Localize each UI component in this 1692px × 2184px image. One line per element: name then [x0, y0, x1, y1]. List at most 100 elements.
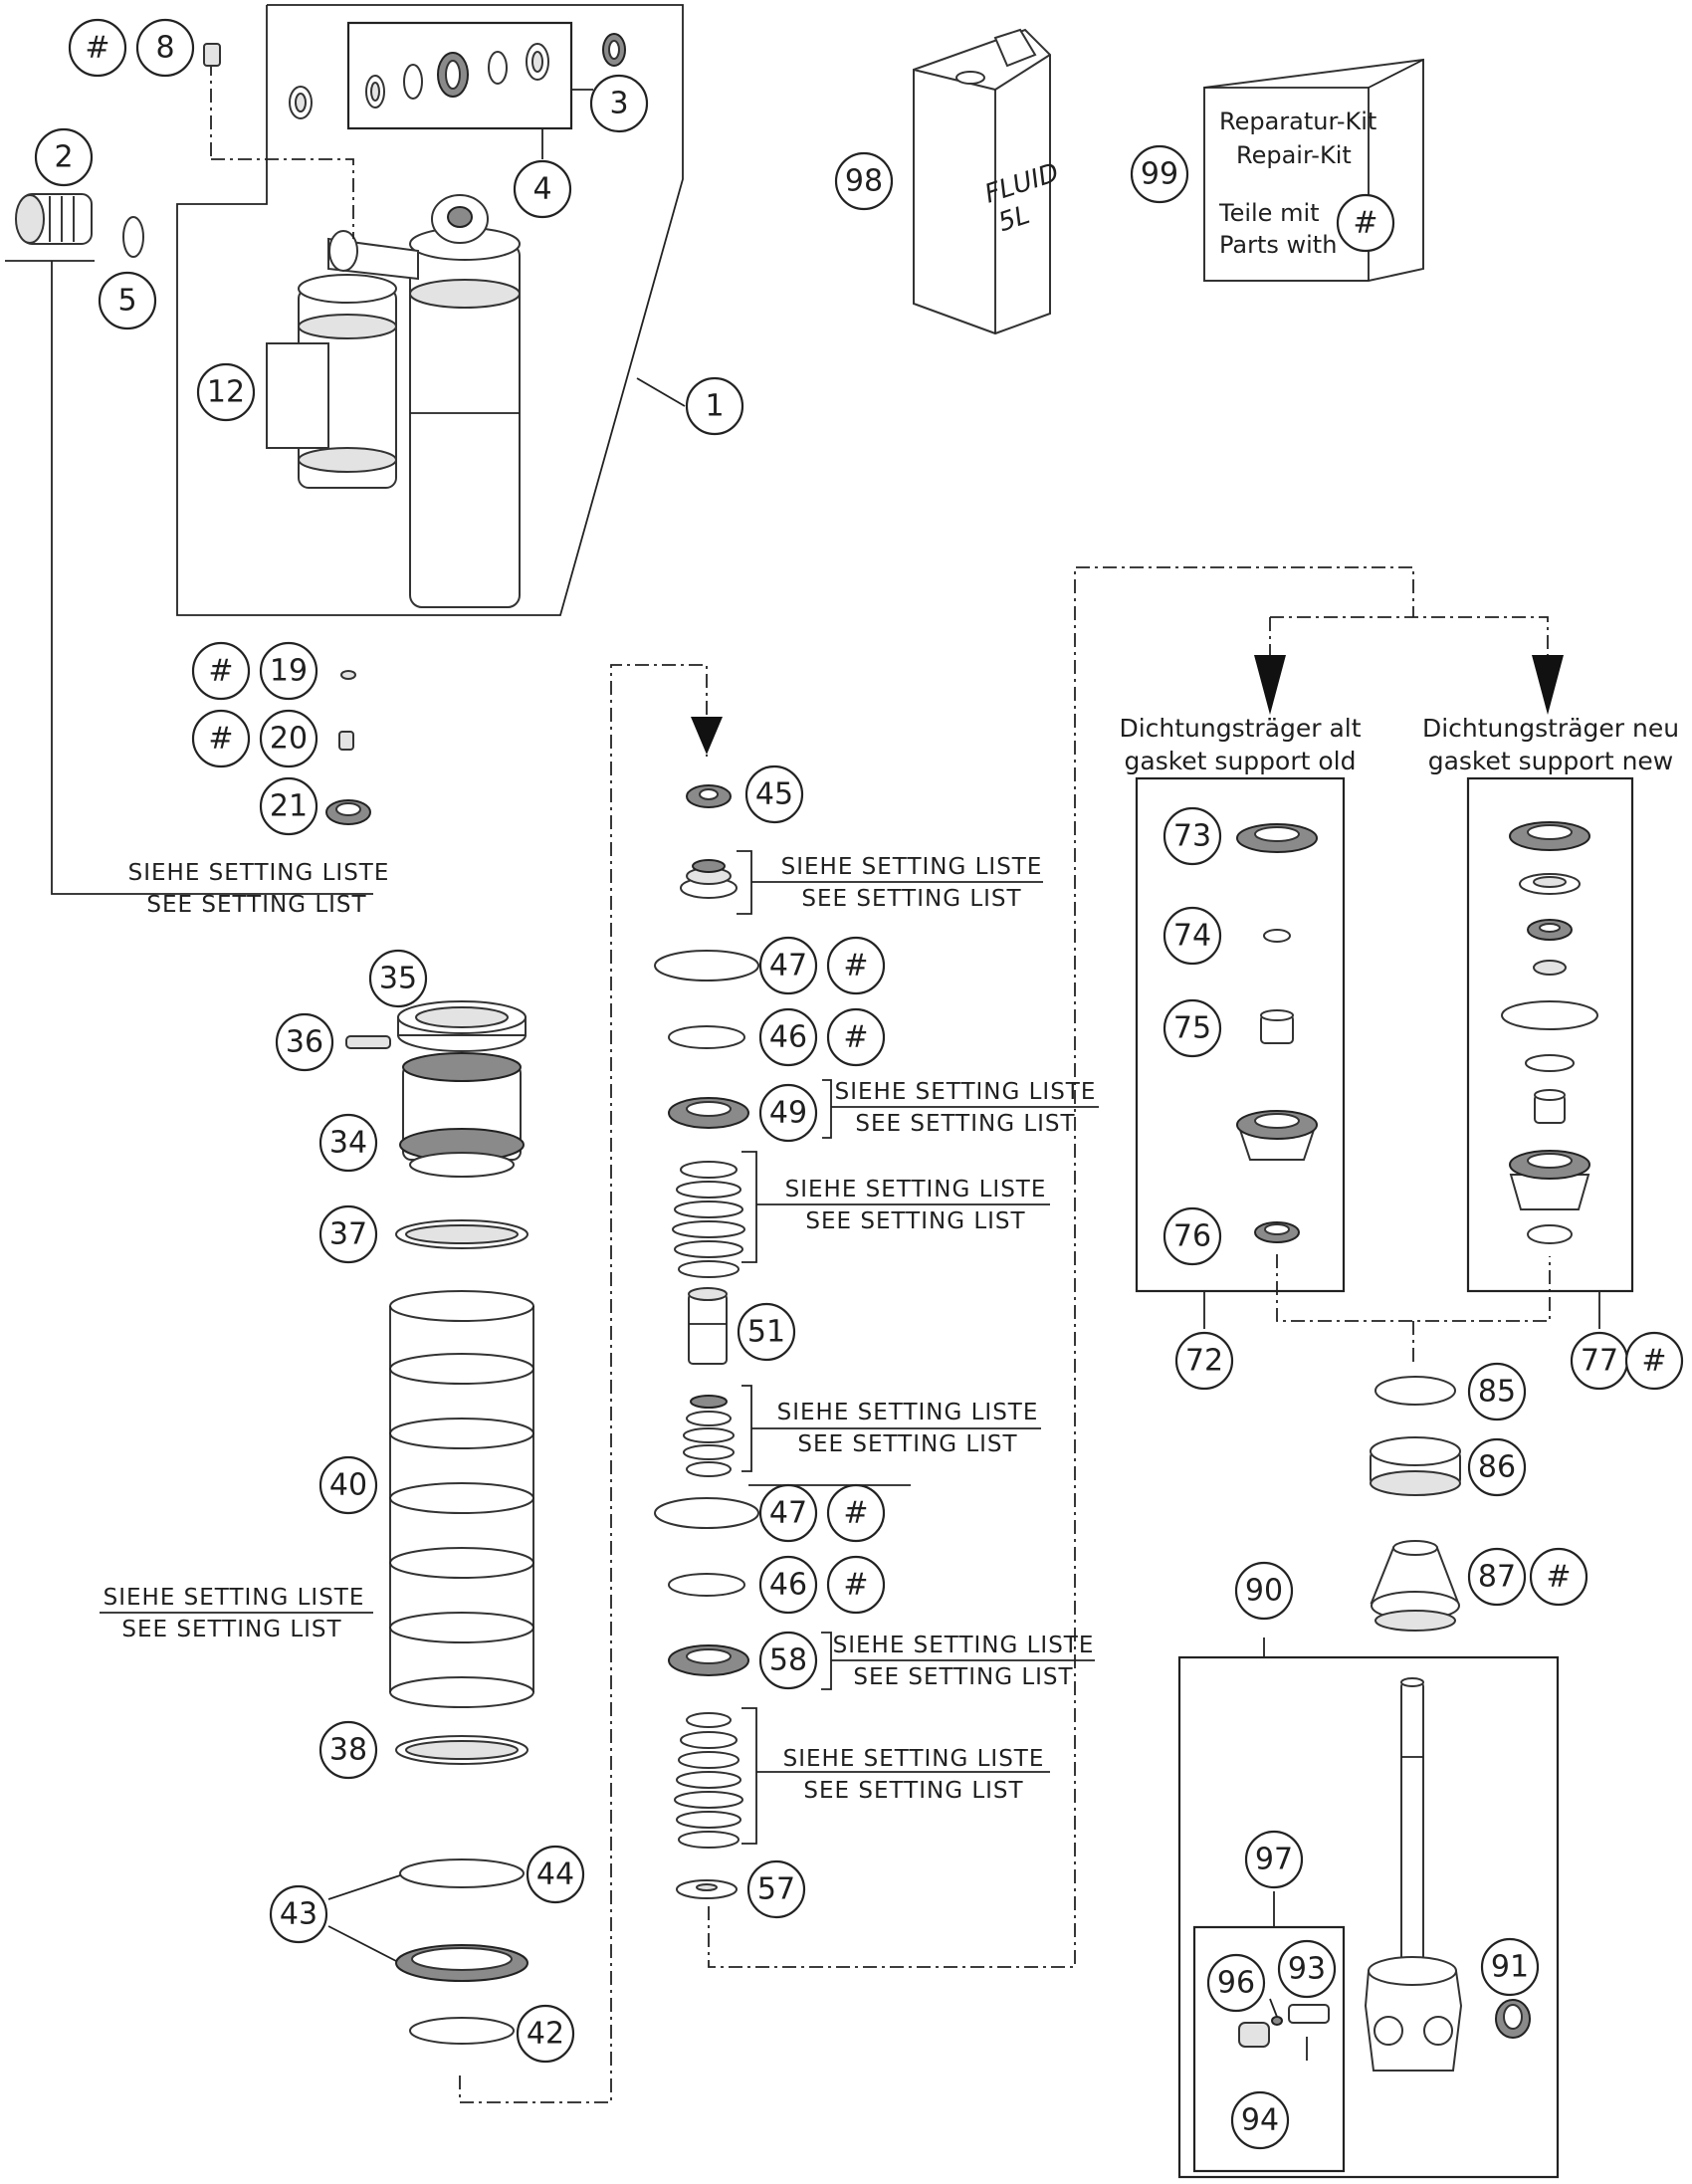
svg-text:74: 74	[1173, 919, 1211, 954]
setting-label-en: SEE SETTING LIST	[797, 1431, 1017, 1457]
svg-text:87: 87	[1478, 1560, 1516, 1595]
setting-label-en: SEE SETTING LIST	[801, 886, 1021, 912]
callout-97: 97	[1244, 1830, 1304, 1889]
callout-20: 20	[259, 709, 318, 768]
old-gasket-parts	[1236, 823, 1318, 1243]
setting-label-de: SIEHE SETTING LISTE	[128, 860, 390, 886]
svg-text:98: 98	[845, 164, 883, 199]
svg-text:19: 19	[270, 654, 308, 689]
callout-77: 77	[1570, 1331, 1629, 1391]
svg-text:8: 8	[155, 31, 174, 66]
valve-body-51	[688, 1287, 728, 1365]
svg-text:99: 99	[1141, 157, 1178, 192]
svg-text:3: 3	[609, 87, 628, 121]
svg-text:44: 44	[536, 1857, 574, 1892]
callout-36: 36	[275, 1012, 334, 1072]
svg-text:1: 1	[705, 389, 724, 424]
svg-text:91: 91	[1491, 1950, 1529, 1985]
svg-text:#: #	[843, 1020, 868, 1055]
svg-text:58: 58	[769, 1643, 807, 1678]
svg-text:4: 4	[532, 172, 551, 207]
svg-text:47: 47	[769, 1496, 807, 1531]
callout-58: 58	[758, 1631, 818, 1690]
arrow-down-old-icon	[1254, 655, 1286, 715]
bearing-43	[395, 1944, 529, 1982]
callout-44: 44	[526, 1845, 585, 1904]
bleed-screw-8	[203, 43, 221, 67]
shim-stack-middle	[672, 1161, 745, 1278]
callout-21: 21	[259, 776, 318, 836]
svg-text:38: 38	[329, 1733, 367, 1768]
svg-text:51: 51	[747, 1315, 785, 1350]
seal-set-box	[346, 21, 573, 130]
adjuster-ring-34	[399, 1052, 525, 1178]
callout-38: 38	[318, 1720, 378, 1780]
svg-text:#: #	[208, 722, 233, 757]
adjuster-knob-2	[15, 193, 93, 245]
setting-label-en: SEE SETTING LIST	[853, 1664, 1073, 1690]
callout-37: 37	[318, 1204, 378, 1264]
fluid-can-icon	[913, 28, 1051, 335]
svg-text:47: 47	[769, 949, 807, 983]
piston-rod-box	[1177, 1655, 1560, 2179]
callout-51: 51	[737, 1302, 796, 1362]
assembly-box-outline	[176, 4, 684, 616]
callout-73: 73	[1163, 806, 1222, 866]
svg-text:#: #	[1641, 1344, 1666, 1379]
svg-text:34: 34	[329, 1126, 367, 1161]
callout-8: 8	[135, 18, 195, 78]
callout-57: 57	[746, 1859, 806, 1919]
callout-86: 86	[1467, 1437, 1527, 1497]
kit-text-3: Teile mit	[1218, 199, 1320, 227]
svg-text:96: 96	[1217, 1966, 1255, 2001]
setting-label-de: SIEHE SETTING LISTE	[783, 1746, 1045, 1772]
part-21-icon	[325, 799, 371, 825]
ring-85	[1375, 1376, 1456, 1406]
gasket-support-old-box	[1135, 776, 1346, 1293]
callout-49: 49	[758, 1083, 818, 1143]
callout-34: 34	[318, 1113, 378, 1173]
part-19-icon	[340, 670, 356, 680]
svg-text:#: #	[208, 654, 233, 689]
callout-75: 75	[1163, 998, 1222, 1058]
svg-text:43: 43	[280, 1897, 317, 1932]
svg-text:93: 93	[1288, 1952, 1326, 1987]
svg-text:36: 36	[286, 1025, 323, 1060]
ring-44	[399, 1858, 525, 1888]
kit-text-1: Reparatur-Kit	[1219, 108, 1376, 135]
setting-label-de: SIEHE SETTING LISTE	[835, 1079, 1097, 1105]
setting-label-en: SEE SETTING LIST	[803, 1778, 1023, 1804]
shim-stack-lower	[683, 1395, 735, 1477]
callout-12: 12	[196, 362, 256, 422]
kit-text-2: Repair-Kit	[1236, 141, 1352, 169]
callout-46: 46	[758, 1555, 818, 1615]
callout-45: 45	[744, 764, 804, 824]
svg-text:#: #	[843, 1496, 868, 1531]
callout-91: 91	[1480, 1937, 1540, 1997]
callout-99: 99	[1130, 144, 1189, 204]
seal-set-parts	[289, 33, 626, 119]
screw-36	[345, 1035, 391, 1049]
callout-93: 93	[1277, 1939, 1337, 1999]
svg-text:94: 94	[1241, 2103, 1279, 2138]
bushing-91	[1495, 1999, 1531, 2039]
kit-marker: #	[68, 18, 127, 78]
svg-text:35: 35	[379, 962, 417, 996]
svg-text:86: 86	[1478, 1450, 1516, 1485]
svg-text:#: #	[843, 949, 868, 983]
svg-text:73: 73	[1173, 819, 1211, 854]
svg-text:46: 46	[769, 1020, 807, 1055]
callout-76: 76	[1163, 1206, 1222, 1266]
gasket-new-label-de: Dichtungsträger neu	[1422, 714, 1679, 743]
callout-19: 19	[259, 641, 318, 701]
svg-text:#: #	[85, 31, 109, 66]
svg-text:42: 42	[527, 2017, 564, 2052]
callout-96: 96	[1206, 1953, 1266, 2013]
kit-marker: #	[191, 641, 251, 701]
ring-42	[409, 2017, 515, 2045]
arrow-down-new-icon	[1532, 655, 1564, 715]
callout-2: 2	[34, 127, 94, 187]
gasket-old-label-de: Dichtungsträger alt	[1119, 714, 1361, 743]
piston-49	[668, 1097, 749, 1129]
svg-text:5: 5	[117, 284, 136, 319]
